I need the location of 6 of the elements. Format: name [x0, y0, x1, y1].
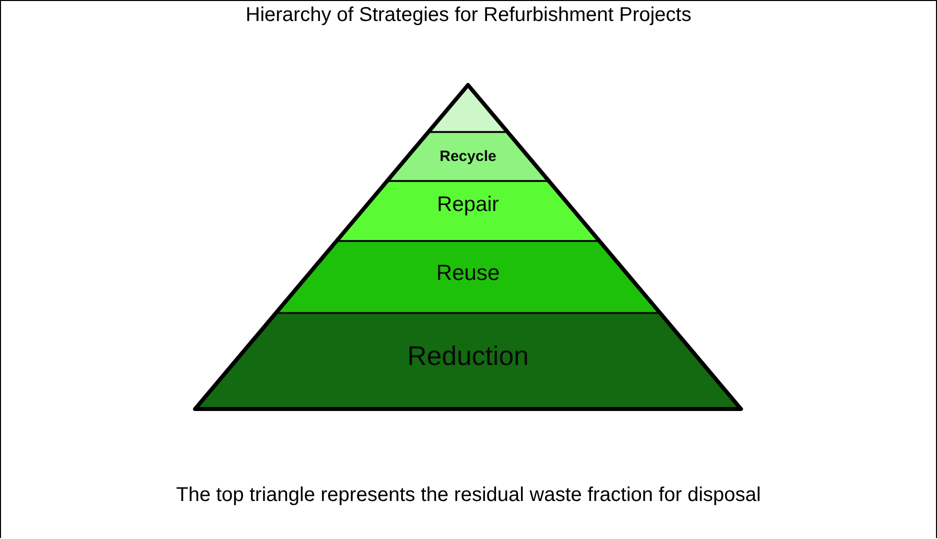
diagram-caption: The top triangle represents the residual waste fraction for disposal	[175, 484, 762, 507]
band-label: Reduction	[407, 340, 529, 372]
band-label: Recycle	[440, 148, 496, 165]
diagram-title: Hierarchy of Strategies for Refurbishment Projects	[244, 4, 692, 27]
band-label: Reuse	[436, 260, 500, 286]
band-label: Repair	[437, 193, 499, 217]
